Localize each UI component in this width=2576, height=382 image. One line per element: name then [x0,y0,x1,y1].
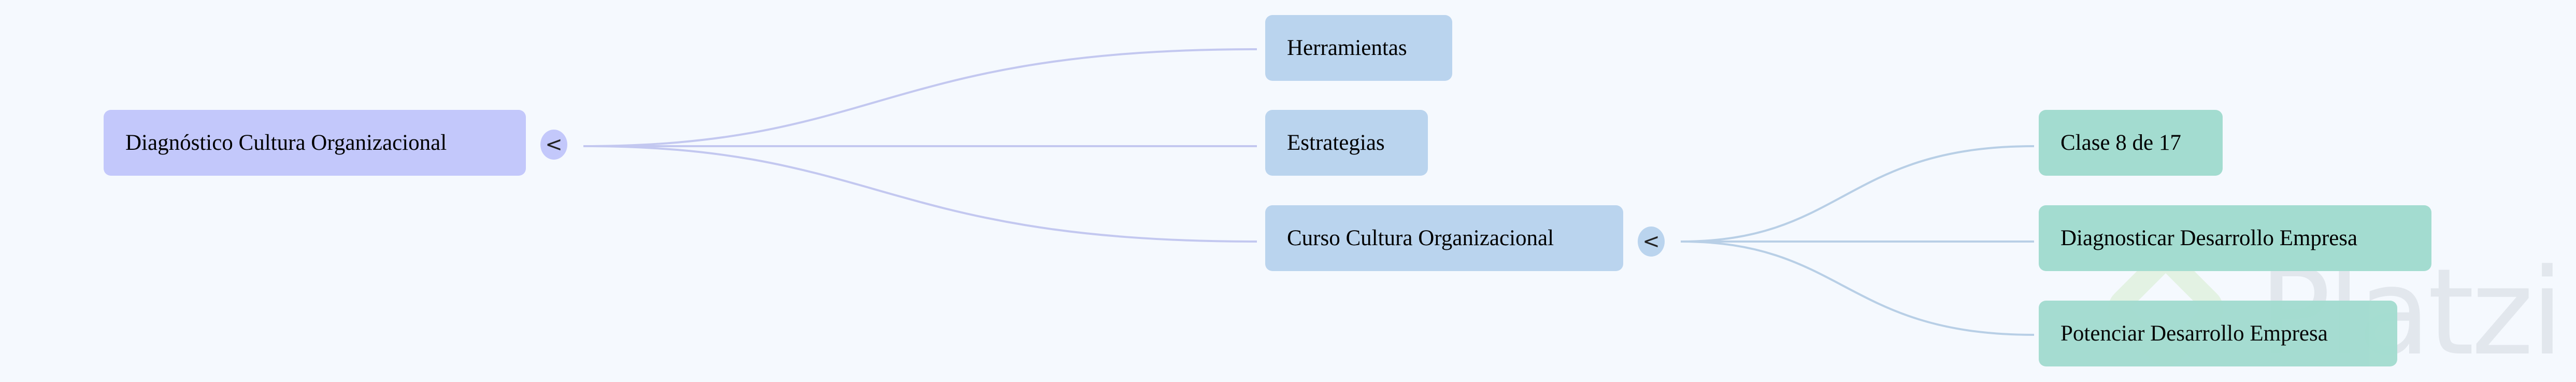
node-clase-8-de-17[interactable]: Clase 8 de 17 [2039,110,2223,176]
node-herramientas[interactable]: Herramientas [1265,15,1452,81]
node-potenciar-desarrollo-empresa[interactable]: Potenciar Desarrollo Empresa [2039,301,2397,366]
node-curso-cultura-organizacional[interactable]: Curso Cultura Organizacional [1265,205,1623,271]
edge-root-herramientas [583,48,1257,147]
node-label: Clase 8 de 17 [2060,131,2181,155]
root-node-label: Diagnóstico Cultura Organizacional [125,131,447,155]
node-label: Curso Cultura Organizacional [1287,226,1554,250]
edge-curso-potenciar [1680,240,2035,336]
node-label: Diagnosticar Desarrollo Empresa [2060,226,2358,250]
node-label: Potenciar Desarrollo Empresa [2060,321,2328,346]
collapse-root-toggle-icon[interactable]: < [540,130,567,160]
node-label: Estrategias [1287,131,1385,155]
node-diagnosticar-desarrollo-empresa[interactable]: Diagnosticar Desarrollo Empresa [2039,205,2431,271]
edge-root-curso [583,145,1257,243]
collapse-curso-toggle-icon[interactable]: < [1638,227,1665,257]
node-estrategias[interactable]: Estrategias [1265,110,1428,176]
root-node[interactable]: Diagnóstico Cultura Organizacional [104,110,526,176]
node-label: Herramientas [1287,36,1407,60]
edge-curso-clase [1680,145,2035,243]
